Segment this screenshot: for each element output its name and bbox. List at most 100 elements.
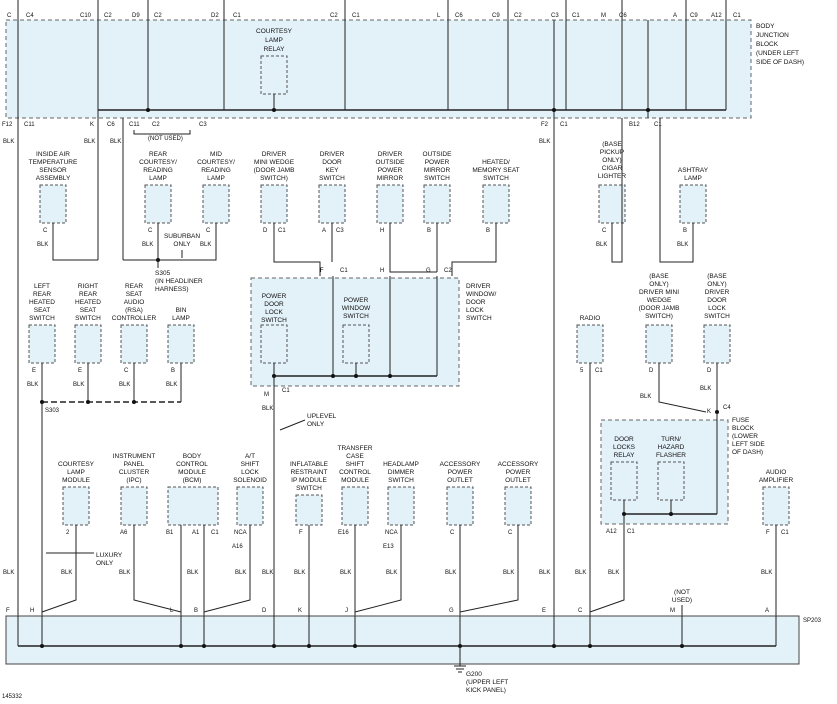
pin-label: B (486, 228, 490, 234)
component-audio-amplifier: AUDIO AMPLIFIER F C1 (759, 469, 794, 536)
pin-label: C1 (781, 530, 789, 536)
lower-wiring: BLK BLK BLK BLK BLK BLK BLK BLK BLK BLK … (3, 525, 777, 625)
component-box (598, 184, 626, 224)
pin-label: G (449, 608, 454, 614)
pin-label: C (450, 530, 455, 536)
component-label-line: MINI WEDGE (254, 159, 295, 166)
component-outside-mirror-switch: OUTSIDE POWER MIRROR SWITCH B (423, 151, 453, 234)
component-label-line: ACCESSORY (498, 461, 539, 468)
pin-label: C1 (654, 122, 662, 128)
component-box (144, 184, 172, 224)
component-label-line: LAMP (684, 175, 702, 182)
component-label-line: BODY (183, 453, 202, 460)
wire-color-label: BLK (640, 394, 651, 400)
pin-label: K (707, 409, 711, 415)
component-box (482, 184, 510, 224)
component-label-line: (BASE (649, 273, 669, 280)
splice-sp203 (5, 615, 800, 665)
pin-label: A1 (192, 530, 200, 536)
component-label-line: (BCM) (183, 477, 202, 484)
jb-title-line: BLOCK (756, 41, 779, 48)
pin-label: C6 (619, 13, 627, 19)
component-label-line: SWITCH (29, 315, 55, 322)
jb-title-line: JUNCTION (756, 32, 789, 39)
component-label-line: COURTESY/ (139, 159, 177, 166)
pin-label: C1 (560, 122, 568, 128)
pin-label: C1 (595, 368, 603, 374)
pin-label: L (437, 13, 441, 19)
component-label-line: SHIFT (346, 461, 365, 468)
component-label-line: READING (201, 167, 231, 174)
pin-label: A12 (711, 13, 722, 19)
junction-top-wires (17, 0, 727, 20)
switch-label-line: DOOR (264, 301, 284, 308)
component-box (703, 324, 731, 364)
ground-g200: G200 (UPPER LEFT KICK PANEL) (454, 665, 508, 694)
splice-name: SP203 (803, 618, 822, 624)
component-inflatable-restraint-switch: INFLATABLE RESTRAINT IP MODULE SWITCH F (290, 461, 329, 536)
relay-label-line: RELAY (614, 452, 635, 459)
s305-splice: S305 (IN HEADLINER HARNESS) (155, 270, 203, 293)
pin-label: C1 (627, 529, 635, 535)
component-right-rear-heated-seat: RIGHT REAR HEATED SEAT SWITCH E (74, 283, 102, 374)
wire-color-label: BLK (142, 242, 153, 248)
component-label-line: HEATED (75, 299, 101, 306)
pin-label: C (43, 228, 48, 234)
wire-color-label: BLK (677, 242, 688, 248)
component-label-line: DOOR (707, 297, 727, 304)
component-label-line: (BASE (707, 273, 727, 280)
pin-label: C2 (152, 122, 160, 128)
pin-label: A6 (120, 530, 128, 536)
pin-label: F (766, 530, 770, 536)
component-box (387, 486, 415, 526)
pin-label: C (7, 13, 12, 19)
fuse-block-title-line: (LOWER (732, 433, 758, 440)
wire-color-label: BLK (200, 242, 211, 248)
component-label-line: LOCK (708, 305, 726, 312)
component-at-shift-lock-solenoid: A/T SHIFT LOCK SOLENOID NCA A16 (232, 453, 267, 550)
pin-label: C3 (551, 13, 559, 19)
component-label-line: LAMP (172, 315, 190, 322)
component-label-line: KEY (325, 167, 339, 174)
component-label-line: SOLENOID (233, 477, 267, 484)
component-label-line: CONTROLLER (112, 315, 157, 322)
pin-label: D (707, 368, 712, 374)
splice-label: S303 (45, 408, 60, 414)
note-line: ONLY (307, 421, 325, 428)
pin-label: C2 (104, 13, 112, 19)
wire-color-label: BLK (575, 570, 586, 576)
fuse-block-wiring: BLK (589, 412, 718, 613)
component-label-line: MODULE (178, 469, 206, 476)
upper-wiring: BLK BLK BLK BLK (3, 118, 694, 625)
component-label-line: OUTLET (505, 477, 531, 484)
component-label-line: CONTROL (339, 469, 371, 476)
relay-label-line: LOCKS (613, 444, 636, 451)
component-label-line: ASSEMBLY (36, 175, 71, 182)
pin-label: F (6, 608, 10, 614)
relay-label-line: COURTESY (256, 28, 293, 35)
pin-label: B1 (166, 530, 174, 536)
switch-label-line: POWER (262, 293, 287, 300)
component-label-line: INSIDE AIR (36, 151, 70, 158)
component-label-line: LAMP (149, 175, 167, 182)
pin-label: NCA (385, 530, 398, 536)
pin-label: D (263, 228, 268, 234)
component-label-line: TRANSFER (337, 445, 372, 452)
pin-label: C6 (455, 13, 463, 19)
wire-color-label: BLK (761, 570, 772, 576)
component-base-driver-door-lock-switch: (BASE ONLY) DRIVER DOOR LOCK SWITCH D (703, 273, 731, 374)
note-line: USED) (672, 597, 692, 604)
component-label-line: IP MODULE (291, 477, 327, 484)
component-label-line: SWITCH (319, 175, 345, 182)
component-label-line: CONTROL (176, 461, 208, 468)
component-box (679, 184, 707, 224)
fuse-block-title-line: LEFT SIDE (732, 441, 765, 448)
component-box (236, 486, 264, 526)
component-accessory-power-outlet-2: ACCESSORY POWER OUTLET C (498, 461, 539, 536)
component-heated-memory-seat-switch: HEATED/ MEMORY SEAT SWITCH B (472, 159, 519, 234)
pin-label: M (670, 608, 675, 614)
component-label-line: SWITCH (388, 477, 414, 484)
pin-label: D9 (132, 13, 140, 19)
component-instrument-panel-cluster: INSTRUMENT PANEL CLUSTER (IPC) A6 (113, 453, 156, 536)
